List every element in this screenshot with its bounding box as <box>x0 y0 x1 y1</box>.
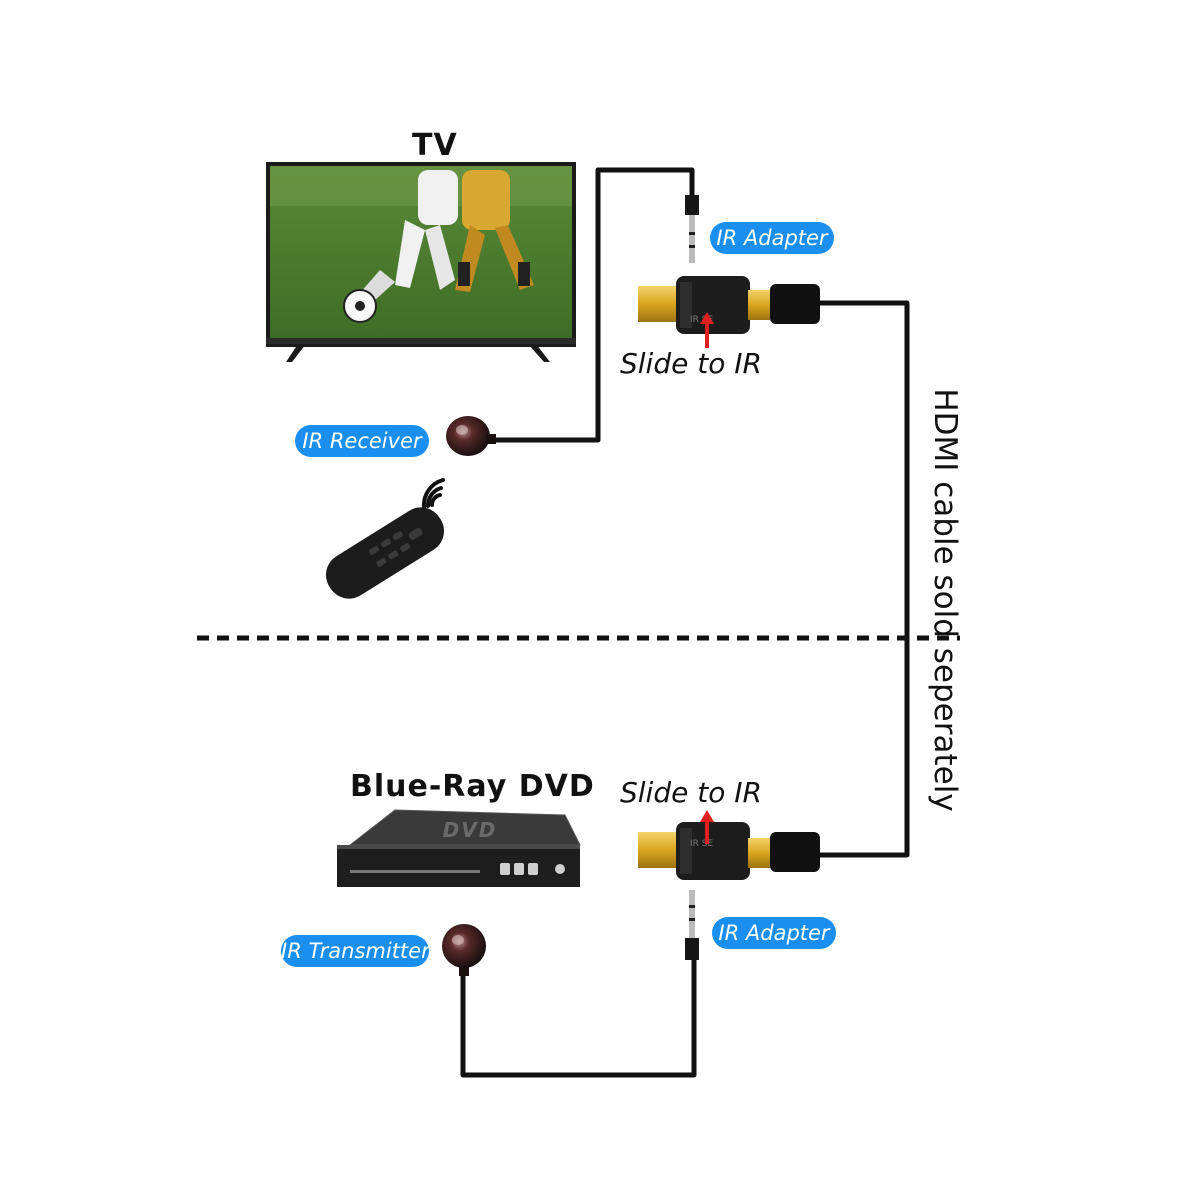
tv-heading: TV <box>412 128 458 163</box>
ir-transmitter-tag: IR Transmitter <box>281 935 430 967</box>
dvd-player: DVD <box>337 809 581 887</box>
hdmi-cable <box>818 300 910 858</box>
ir-receiver-tag: IR Receiver <box>295 425 429 457</box>
ir-receiver-eye <box>446 416 496 456</box>
ir-adapter-tag-bottom: IR Adapter <box>712 917 836 949</box>
audio-jack-top <box>685 195 699 263</box>
svg-text:IR SE: IR SE <box>690 315 713 325</box>
audio-jack-bottom <box>685 890 699 960</box>
hdmi-ir-adapter-top: IR SE <box>638 276 820 348</box>
slide-to-ir-bottom: Slide to IR <box>620 776 762 809</box>
remote-control <box>326 478 445 599</box>
hdmi-ir-adapter-bottom: IR SE <box>638 810 820 880</box>
ir-transmitter-cable <box>460 958 697 1078</box>
svg-text:IR SE: IR SE <box>690 839 713 849</box>
hdmi-cable-note: HDMI cable sold seperately <box>927 388 963 812</box>
cables <box>460 167 910 1078</box>
signal-icon <box>421 478 445 509</box>
ir-receiver-cable <box>495 167 695 443</box>
ir-adapter-tag-top: IR Adapter <box>710 222 834 254</box>
slide-to-ir-top: Slide to IR <box>620 347 762 380</box>
dvd-heading: Blue-Ray DVD <box>350 769 595 804</box>
dvd-logo: DVD <box>443 818 498 842</box>
ir-transmitter-eye <box>442 924 486 976</box>
tv-illustration <box>266 162 576 362</box>
